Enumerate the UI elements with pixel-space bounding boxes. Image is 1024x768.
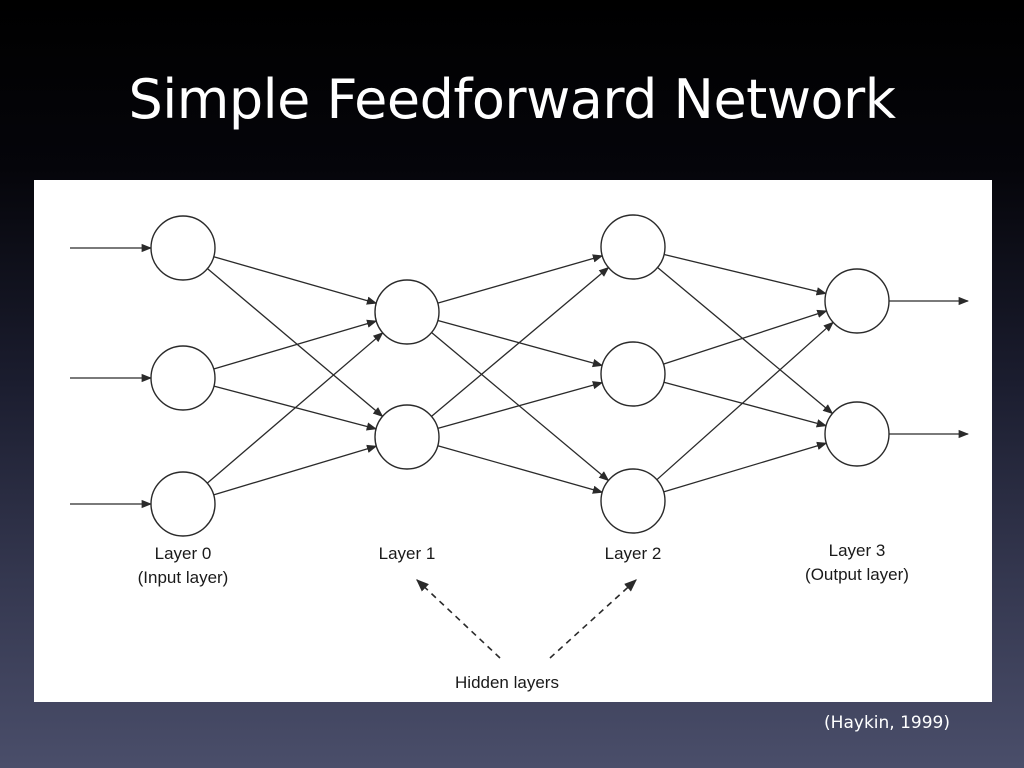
edge-l1-1-to-l2-1 <box>437 381 604 430</box>
slide-title: Simple Feedforward Network <box>128 68 896 131</box>
connections <box>70 243 970 509</box>
edge-l0-0-to-l1-0 <box>213 256 378 305</box>
edge-l1-0-to-l2-1 <box>437 319 604 368</box>
layer-2-label: Layer 2 <box>605 544 662 563</box>
edge-l0-1-to-l1-0 <box>213 319 378 370</box>
layer-2-name: Layer 2 <box>605 544 662 563</box>
layer-0-label: Layer 0 (Input layer) <box>138 544 229 587</box>
edge-l1-1-to-l2-2 <box>437 445 604 494</box>
neuron-layer2-1 <box>600 341 666 407</box>
neuron-layer2-2 <box>600 468 666 534</box>
neuron-layer3-0 <box>824 268 890 334</box>
hidden-layers-label: Hidden layers <box>455 673 559 692</box>
neuron-layer3-1 <box>824 401 890 467</box>
citation: (Haykin, 1999) <box>824 713 950 733</box>
edge-l2-1-to-l3-0 <box>663 309 828 365</box>
edge-l2-2-to-l3-1 <box>663 441 828 493</box>
edge-l0-2-to-l1-1 <box>213 444 378 496</box>
neuron-layer0-0 <box>150 215 216 281</box>
neuron-layer0-2 <box>150 471 216 537</box>
edge-l1-0-to-l2-0 <box>437 254 604 304</box>
edge-l2-1-to-l3-1 <box>663 381 828 428</box>
network-diagram-svg: Layer 0 (Input layer) Layer 1 Layer 2 La… <box>70 214 970 692</box>
layer-3-label: Layer 3 (Output layer) <box>805 541 909 584</box>
layer-3-subtitle: (Output layer) <box>805 565 909 584</box>
edge-l2-2-to-l3-0 <box>656 321 834 481</box>
layer-0-subtitle: (Input layer) <box>138 568 229 587</box>
layer-3-name: Layer 3 <box>829 541 886 560</box>
edge-l0-2-to-l1-0 <box>206 332 384 484</box>
edge-l1-0-to-l2-2 <box>431 332 610 482</box>
neurons <box>150 214 890 537</box>
layer-1-name: Layer 1 <box>379 544 436 563</box>
neuron-layer1-0 <box>374 279 440 345</box>
neuron-layer0-1 <box>150 345 216 411</box>
hidden-arrow-left <box>416 579 501 659</box>
edge-l2-0-to-l3-0 <box>663 253 827 296</box>
edge-l2-0-to-l3-1 <box>657 267 834 415</box>
edge-l1-1-to-l2-0 <box>431 266 610 417</box>
edge-l0-0-to-l1-1 <box>207 268 384 418</box>
neuron-layer1-1 <box>374 404 440 470</box>
neuron-layer2-0 <box>600 214 666 280</box>
hidden-arrow-right <box>549 579 637 659</box>
layer-0-name: Layer 0 <box>155 544 212 563</box>
network-diagram: Layer 0 (Input layer) Layer 1 Layer 2 La… <box>34 180 992 702</box>
layer-1-label: Layer 1 <box>379 544 436 563</box>
